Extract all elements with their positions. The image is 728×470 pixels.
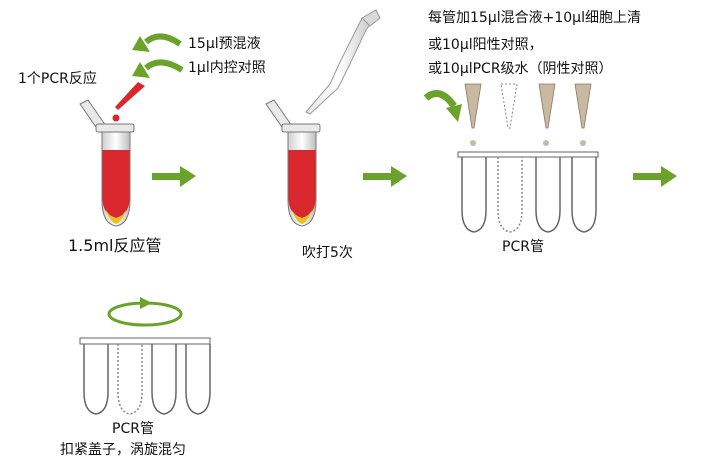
curved-arrow-reagent1-icon [132,33,182,52]
straight-arrow-1-icon [152,166,196,187]
pcr-tube-label-step3: PCR管 [502,239,544,255]
curved-arrow-pcr-icon [423,90,462,122]
instruction-line-3: 或10μlPCR级水（阴性对照） [428,61,613,77]
instruction-line-1: 每管加15μl混合液+10μl细胞上清 [428,10,641,26]
curved-arrow-reagent2-icon [132,59,184,78]
reaction-tube-1-5ml-icon [79,99,135,227]
mix-label: 吹打5次 [302,245,353,261]
pipette-tips-icon [464,83,592,146]
reagent1-label: 15μl预混液 [188,36,261,52]
tube-1-5ml-label: 1.5ml反应管 [68,236,162,255]
straight-arrow-3-icon [633,166,677,187]
pcr-tube-strip-icon [457,151,599,233]
vortex-action-label: 扣紧盖子，涡旋混匀 [60,442,186,458]
straight-arrow-2-icon [363,166,407,187]
red-drop-pipette-tip-icon [112,82,145,122]
reaction-tube-mixing-icon [265,99,321,227]
reaction-label: 1个PCR反应 [18,71,97,87]
pipette-icon [305,9,381,115]
reagent2-label: 1μl内控对照 [188,60,266,76]
rotation-arrow-icon [107,297,183,327]
pcr-tube-label-step4: PCR管 [112,421,154,437]
instruction-line-2: 或10μl阳性对照， [428,37,543,53]
pcr-tube-strip-capped-icon [79,337,211,415]
